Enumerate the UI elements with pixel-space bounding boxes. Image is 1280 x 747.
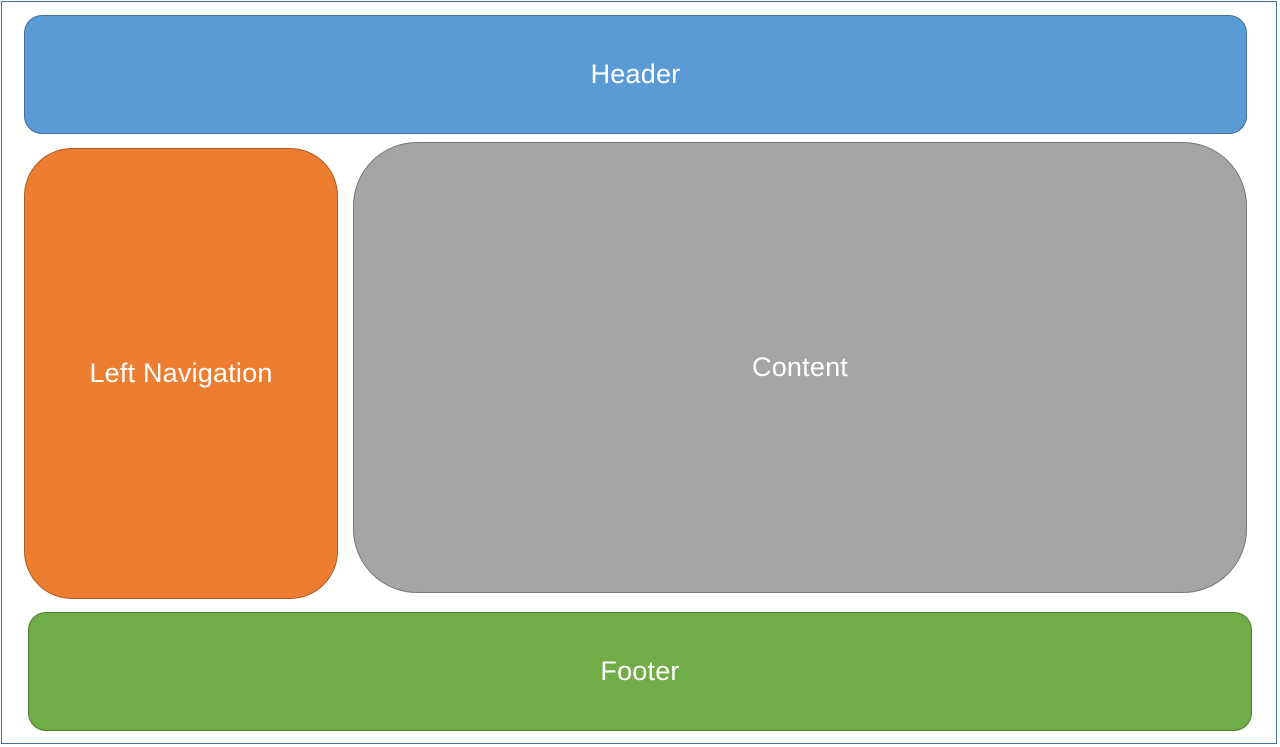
footer-block: Footer — [28, 612, 1252, 731]
footer-label: Footer — [600, 656, 680, 686]
content-label: Content — [752, 352, 848, 382]
left-navigation-block: Left Navigation — [24, 148, 338, 599]
left-navigation-label: Left Navigation — [89, 358, 273, 388]
content-block: Content — [353, 142, 1247, 593]
header-label: Header — [590, 59, 681, 89]
header-block: Header — [24, 15, 1247, 134]
